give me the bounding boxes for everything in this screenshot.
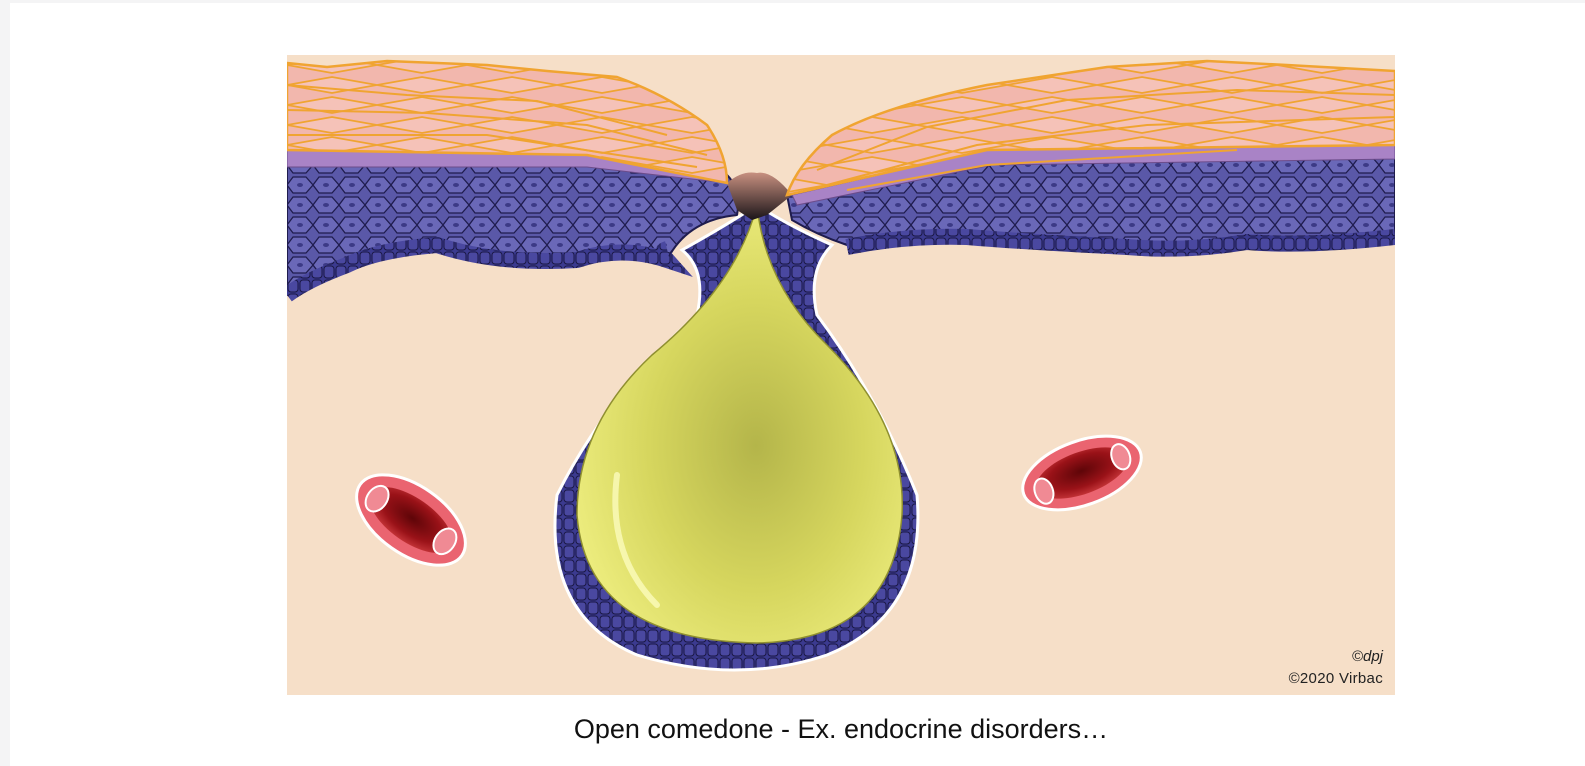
figure-caption: Open comedone - Ex. endocrine disorders… bbox=[287, 714, 1395, 745]
author-credit: ©dpj bbox=[1352, 648, 1383, 665]
open-comedone-illustration: ©dpj ©2020 Virbac bbox=[287, 55, 1395, 695]
copyright-credit: ©2020 Virbac bbox=[1289, 670, 1383, 687]
